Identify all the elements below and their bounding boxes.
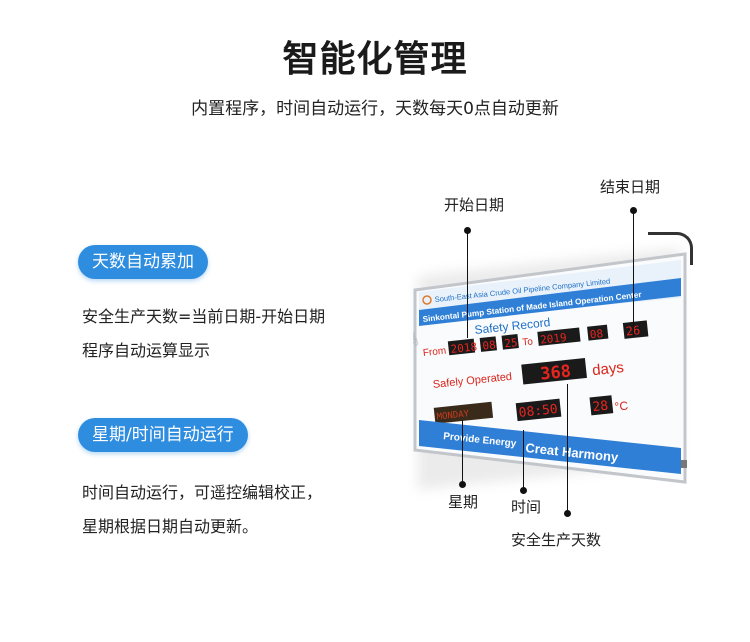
to-year-display bbox=[537, 327, 581, 346]
feature-tag-week-time: 星期/时间自动运行 bbox=[78, 418, 248, 452]
callout-dot-safe-days bbox=[564, 510, 571, 517]
feature-tag-day-count: 天数自动累加 bbox=[78, 245, 208, 279]
to-label: To bbox=[522, 336, 534, 348]
page-subtitle: 内置程序，时间自动运行，天数每天0点自动更新 bbox=[191, 99, 559, 119]
days-display bbox=[521, 357, 587, 385]
callout-line-end bbox=[633, 210, 634, 336]
time-display bbox=[515, 398, 562, 422]
from-month-display bbox=[479, 336, 498, 352]
feature-desc-line: 程序自动运算显示 bbox=[82, 341, 211, 360]
feature-desc-line: 时间自动运行，可遥控编辑校正， bbox=[82, 483, 323, 502]
weekday-value: MONDAY bbox=[436, 409, 470, 422]
callout-line-safe-days bbox=[567, 384, 568, 514]
board-side-knob bbox=[681, 460, 687, 468]
callout-dot-start bbox=[464, 227, 471, 234]
temperature-display bbox=[589, 395, 614, 416]
days-value: 368 bbox=[539, 362, 572, 385]
callout-dot-end bbox=[630, 207, 637, 214]
from-label: From bbox=[422, 346, 446, 359]
led-board-graphic: South-East Asia Crude Oil Pipeline Compa… bbox=[413, 252, 687, 484]
from-month: 08 bbox=[482, 338, 497, 352]
to-month: 08 bbox=[589, 327, 604, 341]
to-day-display bbox=[622, 320, 649, 339]
led-board: South-East Asia Crude Oil Pipeline Compa… bbox=[413, 252, 687, 484]
page-title: 智能化管理 bbox=[282, 39, 468, 80]
company-logo-icon bbox=[422, 295, 432, 305]
from-year: 2018 bbox=[450, 340, 478, 356]
to-day: 26 bbox=[625, 323, 641, 338]
board-station-band bbox=[419, 278, 681, 326]
callout-end-date: 结束日期 bbox=[600, 178, 661, 196]
callout-start-date: 开始日期 bbox=[444, 196, 505, 214]
board-slogan-band bbox=[419, 420, 681, 474]
to-month-display bbox=[587, 324, 609, 341]
time-value: 08:50 bbox=[518, 402, 558, 421]
temperature-value: 28 bbox=[592, 399, 609, 416]
feature-desc-line: 星期根据日期自动更新。 bbox=[82, 517, 259, 536]
callout-time: 时间 bbox=[511, 498, 542, 516]
weekday-display bbox=[433, 401, 494, 424]
callout-line-time bbox=[523, 430, 524, 490]
from-day: 25 bbox=[504, 336, 519, 350]
to-year: 2019 bbox=[540, 331, 568, 347]
from-year-display bbox=[447, 338, 476, 356]
temperature-unit: °C bbox=[614, 399, 629, 414]
callout-line-weekday bbox=[462, 420, 463, 484]
from-day-display bbox=[501, 334, 519, 350]
days-label: days bbox=[591, 359, 624, 379]
power-cable bbox=[648, 232, 693, 265]
callout-safe-days: 安全生产天数 bbox=[511, 531, 602, 549]
callout-line-start bbox=[467, 230, 468, 338]
callout-weekday: 星期 bbox=[448, 493, 479, 511]
callout-dot-weekday bbox=[459, 481, 466, 488]
feature-desc-line: 安全生产天数=当前日期-开始日期 bbox=[82, 307, 326, 326]
callout-dot-time bbox=[520, 487, 527, 494]
